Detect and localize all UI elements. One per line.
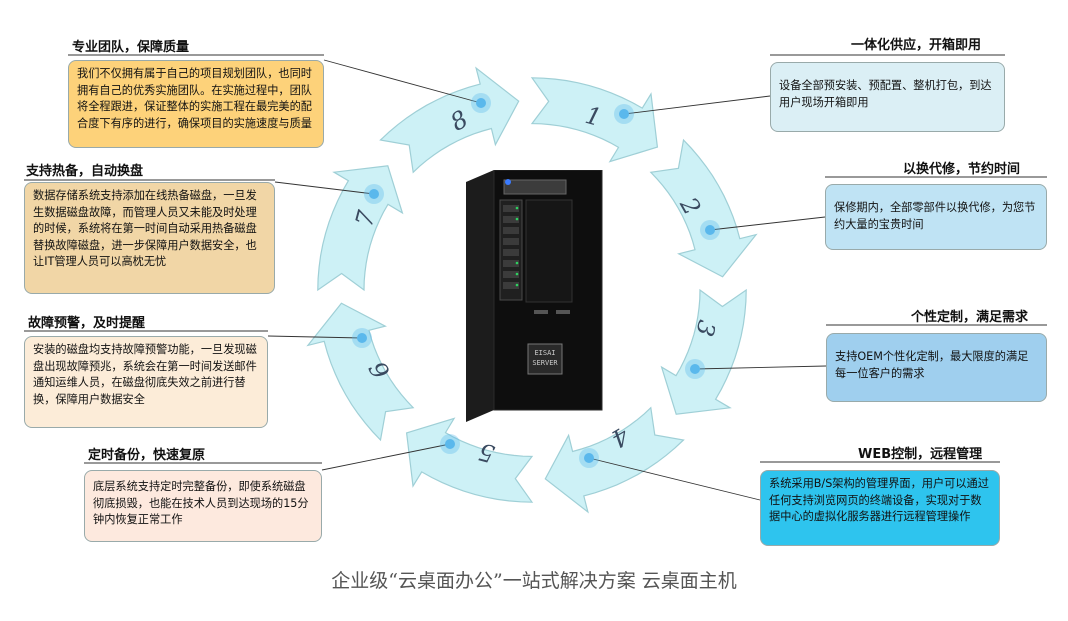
connector-line-4 — [588, 457, 761, 501]
feature-1-title: 一体化供应，开箱即用 — [851, 38, 982, 53]
feature-7-text: 数据存储系统支持添加在线热备磁盘，一旦发生数据磁盘故障，而管理人员又未能及时处理… — [33, 189, 257, 268]
server-badge: EISAI SERVER — [532, 349, 558, 367]
feature-5-text: 底层系统支持定时完整备份，即使系统磁盘彻底损毁，也能在技术人员到达现场的15分钟… — [93, 480, 309, 526]
feature-4-box: 系统采用B/S架构的管理界面，用户可以通过任何支持浏览网页的终端设备，实现对于数… — [760, 470, 1000, 546]
feature-4-title: WEB控制，远程管理 — [858, 447, 983, 462]
feature-8-box: 我们不仅拥有属于自己的项目规划团队，也同时拥有自己的优秀实施团队。在实施过程中，… — [68, 60, 324, 148]
cycle-arrow-4 — [544, 406, 685, 514]
feature-6-title: 故障预警，及时提醒 — [28, 316, 146, 331]
feature-2-box: 保修期内，全部零部件以换代修，为您节约大量的宝贵时间 — [825, 184, 1047, 250]
feature-5-title: 定时备份，快速复原 — [88, 448, 206, 463]
dot-5 — [445, 439, 455, 449]
feature-3-box: 支持OEM个性化定制，最大限度的满足每一位客户的需求 — [826, 333, 1047, 402]
cycle-arrow-5 — [405, 417, 534, 503]
dot-7 — [369, 189, 379, 199]
step-number-5: 5 — [476, 437, 498, 468]
cycle-arrow-7 — [317, 165, 404, 292]
dot-3 — [690, 364, 700, 374]
connector-line-2 — [709, 216, 826, 231]
cycle-arrow-6 — [306, 302, 415, 442]
feature-7-box: 数据存储系统支持添加在线热备磁盘，一旦发生数据磁盘故障，而管理人员又未能及时处理… — [24, 182, 275, 294]
server-tower: EISAI SERVER — [466, 169, 604, 422]
feature-8-text: 我们不仅拥有属于自己的项目规划团队，也同时拥有自己的优秀实施团队。在实施过程中，… — [77, 67, 312, 130]
connector-line-6 — [267, 335, 363, 339]
cycle-arrow-2 — [649, 138, 758, 278]
feature-3-text: 支持OEM个性化定制，最大限度的满足每一位客户的需求 — [835, 350, 1029, 380]
connector-line-1 — [623, 95, 771, 115]
feature-1-box: 设备全部预安装、预配置、整机打包，到达用户现场开箱即用 — [770, 62, 1005, 132]
feature-5-box: 底层系统支持定时完整备份，即使系统磁盘彻底损毁，也能在技术人员到达现场的15分钟… — [84, 470, 322, 542]
feature-2-title: 以换代修，节约时间 — [903, 162, 1021, 177]
footer-caption: 企业级“云桌面办公”一站式解决方案 云桌面主机 — [331, 570, 737, 592]
feature-4-text: 系统采用B/S架构的管理界面，用户可以通过任何支持浏览网页的终端设备，实现对于数… — [769, 477, 989, 523]
feature-1-text: 设备全部预安装、预配置、整机打包，到达用户现场开箱即用 — [779, 79, 992, 109]
feature-6-text: 安装的磁盘均支持故障预警功能，一旦发现磁盘出现故障预兆，系统会在第一时间发送邮件… — [33, 343, 257, 406]
step-number-3: 3 — [690, 317, 721, 339]
dot-6 — [357, 333, 367, 343]
connector-line-7 — [274, 181, 375, 195]
connector-line-5 — [321, 443, 451, 471]
dot-2 — [705, 225, 715, 235]
dot-1 — [619, 109, 629, 119]
feature-2-text: 保修期内，全部零部件以换代修，为您节约大量的宝贵时间 — [834, 201, 1036, 231]
connector-line-8 — [323, 59, 482, 104]
step-number-1: 1 — [582, 101, 604, 132]
feature-3-title: 个性定制，满足需求 — [911, 310, 1029, 325]
feature-7-title: 支持热备，自动换盘 — [26, 164, 144, 179]
feature-8-title: 专业团队，保障质量 — [72, 40, 190, 55]
feature-6-box: 安装的磁盘均支持故障预警功能，一旦发现磁盘出现故障预兆，系统会在第一时间发送邮件… — [24, 336, 268, 428]
dot-8 — [476, 98, 486, 108]
cycle-arrow-1 — [530, 77, 659, 163]
cycle-arrow-8 — [379, 66, 520, 174]
dot-4 — [584, 453, 594, 463]
connector-line-3 — [694, 365, 827, 370]
cycle-arrow-3 — [660, 288, 747, 415]
